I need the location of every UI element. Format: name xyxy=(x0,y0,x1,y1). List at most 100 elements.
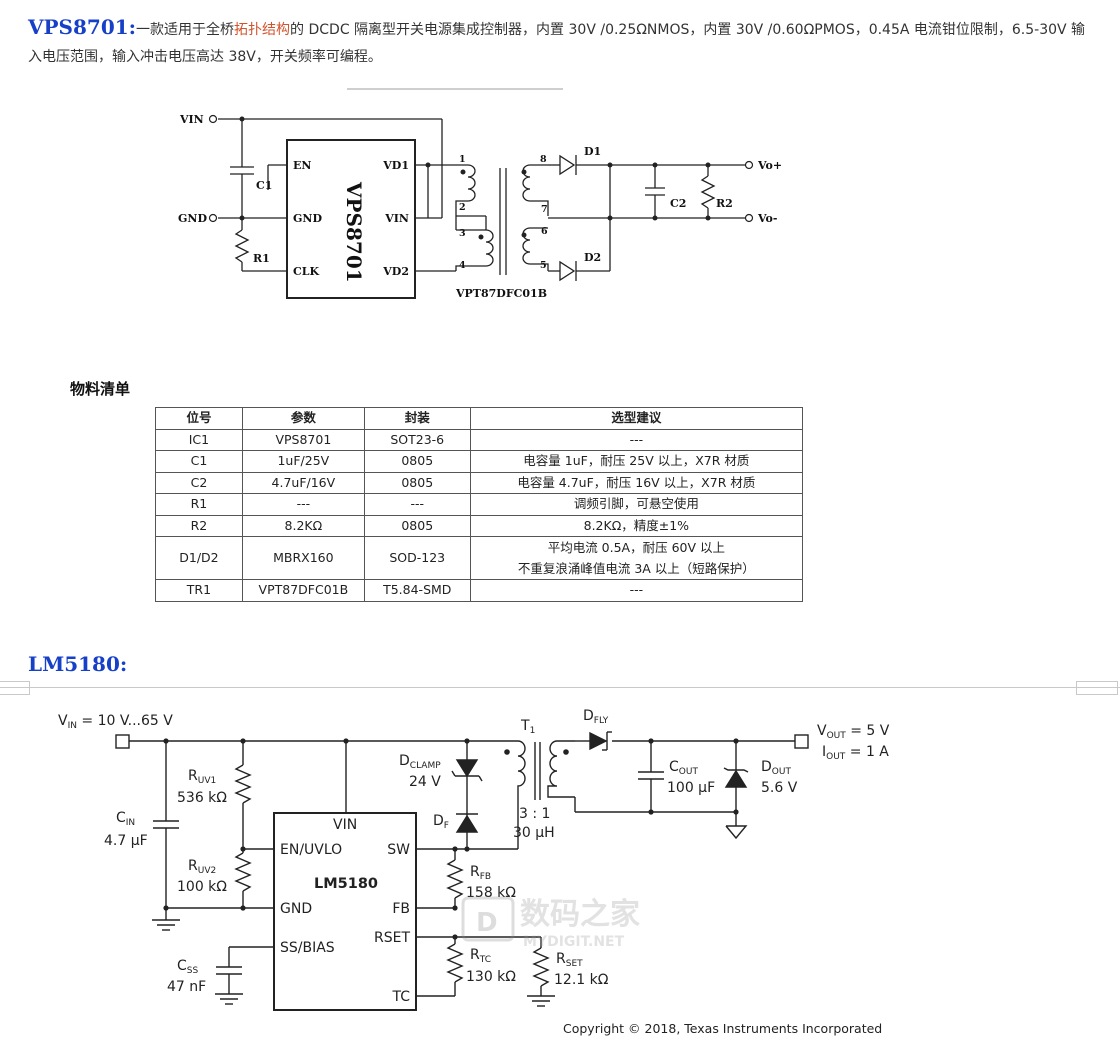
intro-text-b: 的 DCDC 隔离型开关电源集成控制器，内置 30V /0.25ΩNMOS，内置… xyxy=(28,22,1086,65)
cout-value: 100 µF xyxy=(667,780,715,796)
bom-cell: 8.2KΩ xyxy=(241,514,365,537)
dfly-label: DFLY xyxy=(583,708,609,726)
bom-cell: MBRX160 xyxy=(241,536,365,580)
copyright-text: Copyright © 2018, Texas Instruments Inco… xyxy=(563,1021,883,1036)
c2-label: C2 xyxy=(670,197,686,210)
pin-rset: RSET xyxy=(374,930,410,946)
dclamp-value: 24 V xyxy=(409,774,441,790)
vin-terminal-label: VIN xyxy=(179,113,204,126)
bom-cell: VPS8701 xyxy=(241,428,365,451)
vin-label: VIN = 10 V...65 V xyxy=(58,713,173,731)
bom-cell: SOT23-6 xyxy=(363,428,471,451)
bom-cell: C2 xyxy=(155,471,243,494)
intro-highlight-link[interactable]: 拓扑结构 xyxy=(234,22,291,38)
rfb-label: RFB xyxy=(470,864,491,882)
transformer-name: VPT87DFC01B xyxy=(455,287,547,300)
bom-cell: --- xyxy=(363,493,471,516)
bom-header-cell: 封装 xyxy=(363,407,471,430)
pin-vd1: VD1 xyxy=(382,159,409,172)
pin-vd2: VD2 xyxy=(382,265,409,278)
bom-cell: 电容量 1uF，耐压 25V 以上，X7R 材质 xyxy=(469,450,804,473)
bom-cell: --- xyxy=(241,493,365,516)
pin-gnd: GND xyxy=(280,901,312,917)
pin-ss-bias: SS/BIAS xyxy=(280,940,335,956)
dclamp-label: DCLAMP xyxy=(399,753,441,771)
bom-cell-line: 不重复浪涌峰值电流 3A 以上（短路保护） xyxy=(517,561,755,576)
css-value: 47 nF xyxy=(167,979,206,995)
divider-tab-right xyxy=(1076,681,1118,695)
bom-cell: VPT87DFC01B xyxy=(241,579,365,602)
short-divider xyxy=(347,88,563,90)
intro-text-a: 一款适用于全桥 xyxy=(136,22,235,38)
c1-label: C1 xyxy=(256,179,272,192)
bom-cell: 调频引脚，可悬空使用 xyxy=(469,493,804,516)
bom-cell: 4.7uF/16V xyxy=(241,471,365,494)
ruv1-value: 536 kΩ xyxy=(177,790,227,806)
bom-cell: 0805 xyxy=(363,471,471,494)
pin-fb: FB xyxy=(392,901,410,917)
bom-cell: 8.2KΩ，精度±1% xyxy=(469,514,804,537)
bom-header-row: 位号 参数 封装 选型建议 xyxy=(155,407,804,430)
rtc-value: 130 kΩ xyxy=(466,969,516,985)
bom-header-cell: 参数 xyxy=(241,407,365,430)
pin-no-1: 1 xyxy=(459,154,466,165)
table-row: R1------调频引脚，可悬空使用 xyxy=(155,493,804,516)
bom-cell: C1 xyxy=(155,450,243,473)
pin-no-3: 3 xyxy=(459,228,466,239)
pin-no-6: 6 xyxy=(541,226,548,237)
t1-ratio: 3 : 1 xyxy=(519,806,550,822)
iout-label: IOUT = 1 A xyxy=(822,744,889,762)
gnd-terminal-label: GND xyxy=(178,212,207,225)
rtc-label: RTC xyxy=(470,947,491,965)
bom-header-cell: 位号 xyxy=(155,407,243,430)
bom-cell: 1uF/25V xyxy=(241,450,365,473)
lm5180-heading: LM5180: xyxy=(28,652,128,676)
bom-cell: R1 xyxy=(155,493,243,516)
cin-value: 4.7 µF xyxy=(104,833,148,849)
ruv1-label: RUV1 xyxy=(188,768,216,786)
bom-header-cell: 选型建议 xyxy=(469,407,804,430)
bom-cell: SOD-123 xyxy=(363,536,471,580)
intro-paragraph: VPS8701:一款适用于全桥拓扑结构的 DCDC 隔离型开关电源集成控制器，内… xyxy=(28,14,1098,71)
bom-cell: D1/D2 xyxy=(155,536,243,580)
pin-vin: VIN xyxy=(384,212,409,225)
bom-cell: 电容量 4.7uF，耐压 16V 以上，X7R 材质 xyxy=(469,471,804,494)
bom-cell-line: 平均电流 0.5A，耐压 60V 以上 xyxy=(547,540,725,555)
pin-no-5: 5 xyxy=(540,260,547,271)
section-divider xyxy=(0,687,1120,688)
vo-minus-label: Vo- xyxy=(757,212,777,225)
df-label: DF xyxy=(433,813,449,831)
rset-value: 12.1 kΩ xyxy=(554,972,609,988)
bom-cell: 0805 xyxy=(363,450,471,473)
bom-cell: 0805 xyxy=(363,514,471,537)
vps8701-heading: VPS8701: xyxy=(28,15,137,39)
pin-sw: SW xyxy=(387,842,410,858)
cout-label: COUT xyxy=(669,759,698,777)
divider-tab-left xyxy=(0,681,30,695)
pin-vin: VIN xyxy=(333,817,357,833)
watermark-en: MYDIGIT.NET xyxy=(523,934,625,950)
chip-name-vps8701: VPS8701 xyxy=(342,181,366,283)
css-label: CSS xyxy=(177,958,198,976)
bom-cell: --- xyxy=(469,579,804,602)
lm5180-schematic: VIN = 10 V...65 V VOUT = 5 V IOUT = 1 A … xyxy=(58,708,890,1011)
r2-label: R2 xyxy=(716,197,733,210)
d2-label: D2 xyxy=(584,251,601,264)
bom-cell: T5.84-SMD xyxy=(363,579,471,602)
bom-cell: 平均电流 0.5A，耐压 60V 以上不重复浪涌峰值电流 3A 以上（短路保护） xyxy=(469,536,804,580)
r1-label: R1 xyxy=(253,252,270,265)
rfb-value: 158 kΩ xyxy=(466,885,516,901)
bom-cell: R2 xyxy=(155,514,243,537)
dout-label: DOUT xyxy=(761,759,791,777)
bom-cell: IC1 xyxy=(155,428,243,451)
bom-cell: TR1 xyxy=(155,579,243,602)
watermark-logo-icon: D xyxy=(476,908,498,938)
pin-tc: TC xyxy=(391,989,410,1005)
vo-plus-label: Vo+ xyxy=(757,159,782,172)
